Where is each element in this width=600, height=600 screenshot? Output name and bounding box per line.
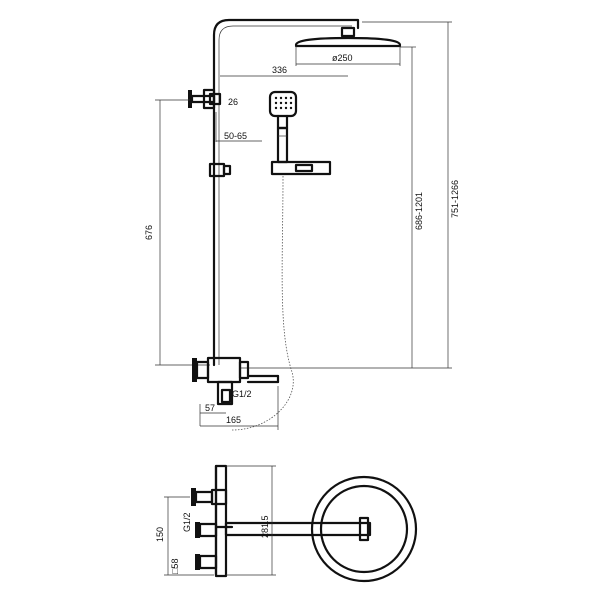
soap-dish — [270, 160, 332, 176]
top-view: 150 G1/2 □58 281.5 — [155, 464, 418, 583]
dim-arm-holder: 26 — [228, 97, 238, 107]
hand-shower-holder — [188, 88, 222, 110]
mixer-valve — [192, 356, 280, 406]
dim-holder-range: 50-65 — [224, 131, 247, 141]
top-view-arm — [224, 521, 372, 537]
dim-head-diameter: ø250 — [332, 53, 353, 63]
overhead-shower-head — [294, 26, 402, 48]
slide-bracket — [208, 162, 226, 178]
hand-shower — [268, 90, 298, 164]
riser-pipe — [212, 18, 360, 367]
riser-pipe-inner-line — [218, 25, 352, 365]
dim-rail-length: 676 — [144, 225, 154, 240]
dim-total-height: 751-1266 — [450, 180, 460, 218]
label-inlet-thread-front: G1/2 — [232, 389, 252, 399]
dim-wall-offset: 57 — [205, 403, 215, 413]
dim-head-offset: 336 — [272, 65, 287, 75]
hose — [231, 175, 294, 431]
dim-top-reach: 281.5 — [260, 515, 270, 538]
front-view: 336 ø250 26 50-65 — [144, 18, 460, 431]
top-view-head-inner — [319, 484, 409, 574]
dim-top-depth: 150 — [155, 527, 165, 542]
dim-head-height: 686-1201 — [414, 192, 424, 230]
dim-square-58: □58 — [170, 559, 180, 574]
wall-mount-plate — [214, 464, 228, 578]
dim-spout-reach: 165 — [226, 415, 241, 425]
top-view-head-outer — [310, 475, 418, 583]
label-inlet-thread-top: G1/2 — [182, 512, 192, 532]
